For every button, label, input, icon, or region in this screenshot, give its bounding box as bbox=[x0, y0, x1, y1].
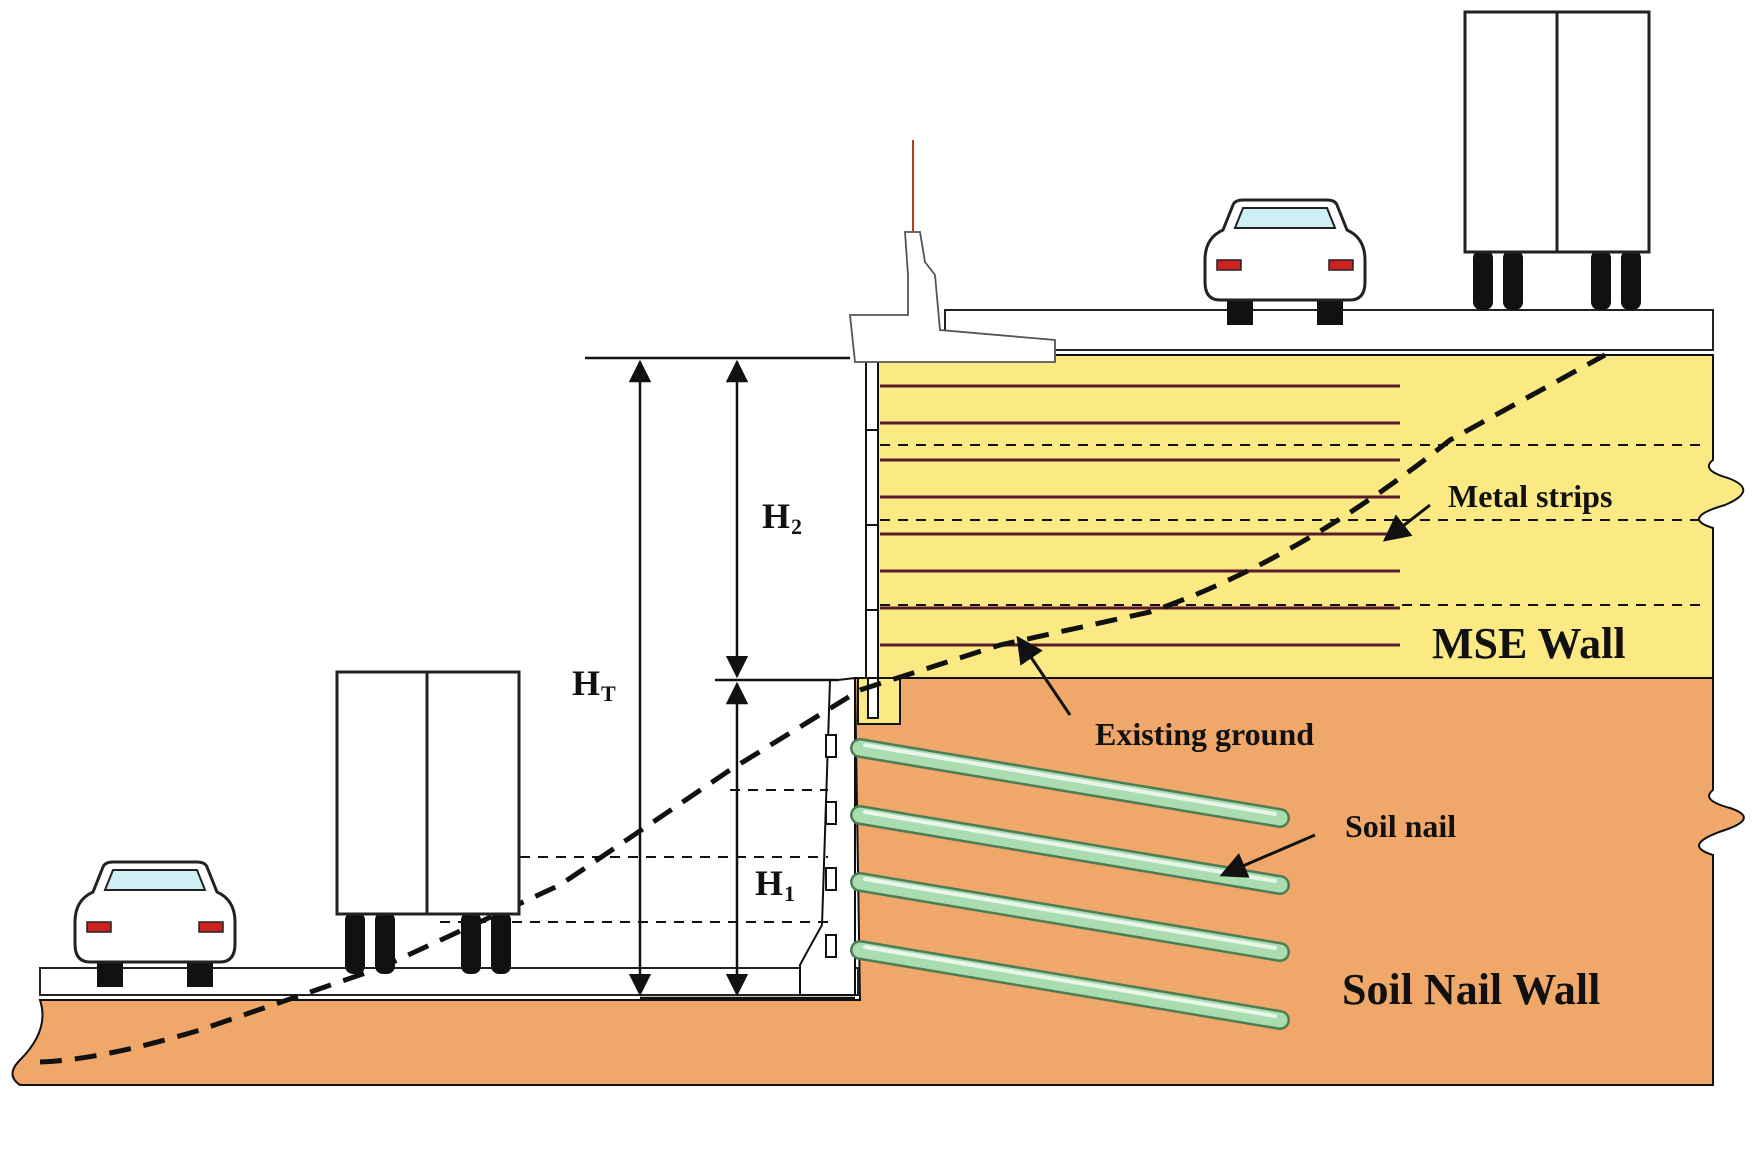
mse-zone bbox=[871, 354, 1745, 679]
truck-icon bbox=[1463, 10, 1651, 310]
strip-level-dashes bbox=[880, 444, 1705, 606]
car-icon bbox=[1203, 198, 1367, 325]
label-soil-nail-wall: Soil Nail Wall bbox=[1342, 965, 1601, 1014]
label-soil-nail: Soil nail bbox=[1345, 808, 1457, 844]
dimension-ht: HT bbox=[572, 663, 616, 706]
label-metal-strips: Metal strips bbox=[1448, 478, 1613, 514]
soil-nail-facing bbox=[799, 676, 856, 996]
traffic-barrier bbox=[848, 231, 1056, 363]
label-existing-ground: Existing ground bbox=[1095, 716, 1315, 752]
soil-nails bbox=[850, 738, 1290, 1030]
dimension-h1: H1 bbox=[755, 863, 796, 906]
truck-icon bbox=[335, 670, 521, 974]
mse-facing-panel bbox=[865, 344, 879, 686]
metal-strips bbox=[880, 384, 1400, 647]
nail-level-dashes bbox=[440, 789, 828, 923]
existing-ground-line bbox=[39, 352, 1607, 1065]
leader-arrows bbox=[1016, 503, 1431, 878]
label-mse-wall: MSE Wall bbox=[1432, 619, 1626, 668]
dimension-lines bbox=[585, 356, 855, 1000]
dimension-h2: H2 bbox=[762, 496, 803, 539]
car-icon bbox=[73, 860, 237, 987]
lower-road bbox=[39, 967, 859, 996]
nail-heads bbox=[825, 734, 837, 958]
